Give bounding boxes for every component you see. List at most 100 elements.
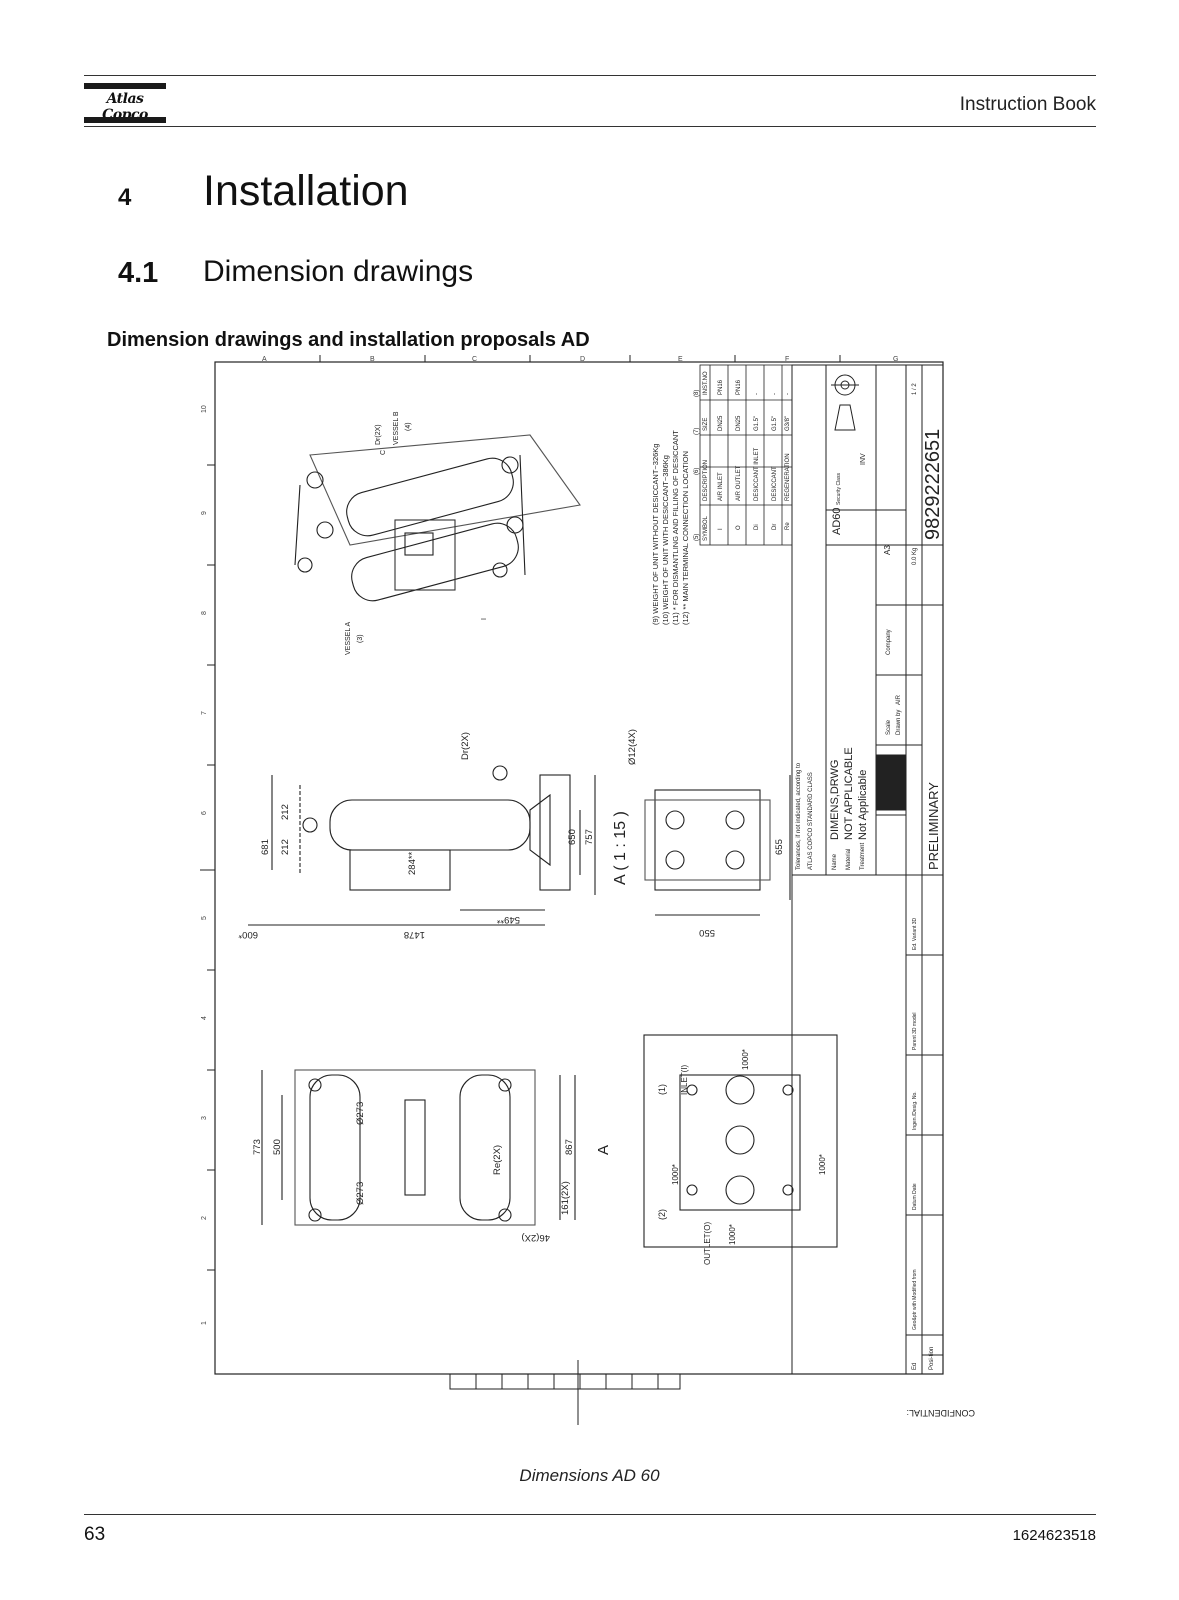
zone-9: 9 (201, 511, 208, 515)
zone-numbers: 10 9 8 7 6 5 4 3 2 1 (201, 405, 208, 1325)
zone-b: B (370, 356, 375, 363)
isometric-view (294, 434, 581, 602)
table-row4-inst: - (772, 393, 778, 395)
table-row2-symbol: O (736, 525, 742, 530)
table-row2-desc: AIR OUTLET (736, 465, 742, 501)
header-rule-bottom (84, 126, 1096, 127)
tb-security-label: Security Class (836, 473, 842, 505)
top-view (643, 1034, 838, 1248)
tb-sheet: 1 / 2 (912, 383, 918, 395)
section-scale-label: A ( 1 : 15 ) (612, 811, 629, 885)
logo-bar-bottom (84, 117, 166, 123)
tb-drawn-by-label: Drawn by (896, 710, 902, 735)
connection-table-text: SYMBOL DESCRIPTION SIZE INST.NO (5) (6) … (694, 371, 791, 541)
table-row2-size: DN25 (736, 415, 742, 431)
table-row4-desc: DESICCANT (772, 466, 778, 501)
tb-material-label: Material (846, 849, 852, 870)
zone-ticks-top (319, 355, 841, 362)
dim-867: 867 (564, 1139, 575, 1155)
tb-company-label: Company (886, 629, 892, 655)
title-block (791, 364, 944, 1375)
label-vessel-a-ref: (3) (357, 634, 364, 643)
label-vessel-b-ref: (4) (405, 422, 412, 431)
chapter-title: Installation (203, 167, 409, 215)
zone-8: 8 (201, 611, 208, 615)
table-row3-symbol: Di (754, 524, 760, 530)
tb-rev-design: Ingen./Desig. No. (912, 1091, 918, 1130)
page-number: 63 (84, 1524, 106, 1545)
connection-table (699, 364, 793, 546)
zone-2: 2 (201, 1216, 208, 1220)
dim-500: 500 (272, 1139, 283, 1155)
table-ref-8: (8) (694, 390, 700, 397)
table-row4-symbol: Dr (772, 524, 778, 530)
dimension-drawing: A B C D E F G 10 9 8 7 6 5 4 3 2 1 (200, 355, 975, 1425)
label-dr-side: Dr(2X) (460, 732, 471, 760)
tb-tolerances: Tolerances, if not indicated, according … (796, 762, 802, 870)
label-vessel-a: VESSEL A (345, 621, 352, 655)
tb-material: NOT APPLICABLE (843, 747, 855, 840)
dim-212-top: 212 (280, 804, 291, 820)
subheading: Dimension drawings and installation prop… (107, 329, 590, 351)
dim-773: 773 (252, 1139, 263, 1155)
zone-7: 7 (201, 711, 208, 715)
table-ref-7: (7) (694, 428, 700, 435)
dim-o12: Ø12(4X) (627, 729, 638, 765)
zone-5: 5 (201, 916, 208, 920)
dim-284: 284** (407, 851, 418, 875)
label-c: C (380, 450, 387, 455)
note-9: (9) WEIGHT OF UNIT WITHOUT DESICCANT~326… (651, 444, 660, 625)
label-re-2x: Re(2X) (492, 1145, 503, 1175)
label-a-arrow: A (595, 1145, 612, 1155)
table-row1-size: DN25 (718, 415, 724, 431)
table-row1-inst: PN16 (718, 379, 724, 395)
zone-letters: A B C D E F G (262, 356, 898, 363)
tb-treatment-label: Treatment (860, 843, 866, 870)
table-row5-size: G3/8" (785, 416, 791, 431)
dim-o273-top: Ø273 (355, 1102, 366, 1125)
tb-inv: INV (860, 453, 867, 465)
table-row1-symbol: I (718, 528, 724, 530)
dim-600: 600* (238, 929, 258, 940)
tb-rev-ed: Ed (912, 1363, 918, 1370)
label-dr-2x: Dr(2X) (375, 424, 382, 445)
tb-treatment: Not Applicable (857, 770, 869, 840)
tb-status: PRELIMINARY (926, 782, 941, 870)
tb-product: AD60 (831, 507, 843, 535)
tb-size: A3 (883, 545, 892, 555)
note-12: (12) ** MAIN TERMINAL CONNECTION LOCATIO… (681, 451, 690, 625)
title-block-text: Tolerances, if not indicated, according … (796, 383, 975, 1418)
tb-standard: ATLAS COPCO STANDARD CLASS (808, 772, 814, 870)
tb-rev-modified: Geo&ptr with Modified from (912, 1269, 918, 1330)
clearance-bottom: 1000* (728, 1224, 737, 1245)
dim-549: 549** (496, 914, 520, 925)
dim-161: 161(2X) (560, 1181, 571, 1215)
zone-c: C (472, 356, 477, 363)
tb-scale-label: Scale (886, 719, 892, 735)
atlas-copco-logo: Atlas Copco (84, 83, 166, 125)
dim-550: 550 (699, 927, 715, 938)
top-ref-1: (1) (657, 1084, 667, 1095)
plan-view-dims: 773 500 Ø273 Ø273 Re(2X) 867 161(2X) 46(… (252, 1102, 612, 1243)
tb-weight: 0.0 Kg (912, 548, 918, 565)
section-number: 4.1 (118, 257, 159, 289)
bottom-strip (449, 1360, 681, 1425)
footer-rule (84, 1514, 1096, 1515)
tb-rev-variant: Ed. Variant 3D (912, 917, 918, 950)
table-row4-size: G1.5" (772, 416, 778, 431)
figure-caption: Dimensions AD 60 (519, 1466, 660, 1485)
dim-655: 655 (774, 839, 785, 855)
table-row1-desc: AIR INLET (718, 472, 724, 501)
logo-bar-top (84, 83, 166, 89)
clearance-right: 1000* (818, 1154, 827, 1175)
dim-650: 650 (567, 829, 578, 845)
label-outlet: OUTLET(O) (703, 1222, 712, 1265)
zone-g: G (893, 356, 898, 363)
chapter-number: 4 (118, 184, 132, 211)
tb-name-label: Name (832, 853, 838, 870)
clearance-top: 1000* (741, 1049, 750, 1070)
dim-1478: 1478 (404, 929, 425, 940)
tb-drawn-by: AIR (896, 694, 902, 705)
table-row3-inst: - (754, 393, 760, 395)
dim-681: 681 (260, 839, 271, 855)
